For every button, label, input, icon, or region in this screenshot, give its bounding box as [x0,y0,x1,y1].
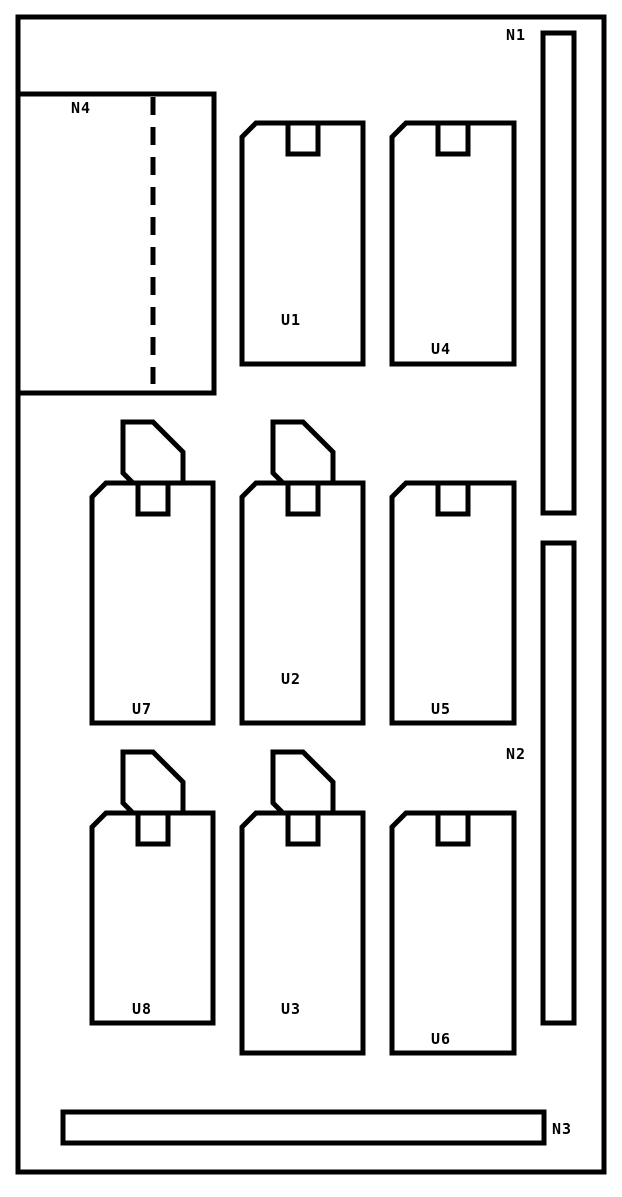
connector-n3-body [60,1109,547,1146]
connector-n1-body [540,30,577,516]
chip-u5-body [389,480,517,726]
chip-u2: U2 [239,419,366,726]
chip-u8-label: U8 [132,1000,152,1018]
chip-u6: U6 [389,810,517,1056]
chip-u4: U4 [389,120,517,367]
chip-u5-label: U5 [431,700,451,718]
chip-u3-notch [285,810,321,847]
chip-u4-body [389,120,517,367]
chip-u2-notch [285,480,321,517]
connector-n2: N2 [506,540,577,1026]
connector-n3-label: N3 [552,1120,572,1138]
connector-n4: N4 [18,91,217,396]
connector-n2-body [540,540,577,1026]
chip-u3: U3 [239,749,366,1056]
chip-u7-notch [135,480,171,517]
chip-u5-notch [435,480,471,517]
chip-u8: U8 [89,749,216,1026]
connector-n3: N3 [60,1109,572,1146]
chip-u7: U7 [89,419,216,726]
chip-u3-body [239,810,366,1056]
connector-n1-label: N1 [506,26,526,44]
chip-u8-body [89,810,216,1026]
connector-n1: N1 [506,26,577,516]
connector-n4-outline [18,91,217,396]
chip-u1-notch [285,120,321,157]
chip-u7-label: U7 [132,700,152,718]
chip-u5: U5 [389,480,517,726]
chip-u4-notch [435,120,471,157]
chip-u1: U1 [239,120,366,367]
chip-u8-notch [135,810,171,847]
chip-u7-body [89,480,216,726]
chip-u1-body [239,120,366,367]
chip-u6-body [389,810,517,1056]
chip-u3-label: U3 [281,1000,301,1018]
chip-u6-label: U6 [431,1030,451,1048]
chip-u2-label: U2 [281,670,301,688]
connector-n4-label: N4 [71,99,91,117]
chip-u2-body [239,480,366,726]
chip-u1-label: U1 [281,311,301,329]
chip-u4-label: U4 [431,340,451,358]
connector-n2-label: N2 [506,745,526,763]
chip-u6-notch [435,810,471,847]
